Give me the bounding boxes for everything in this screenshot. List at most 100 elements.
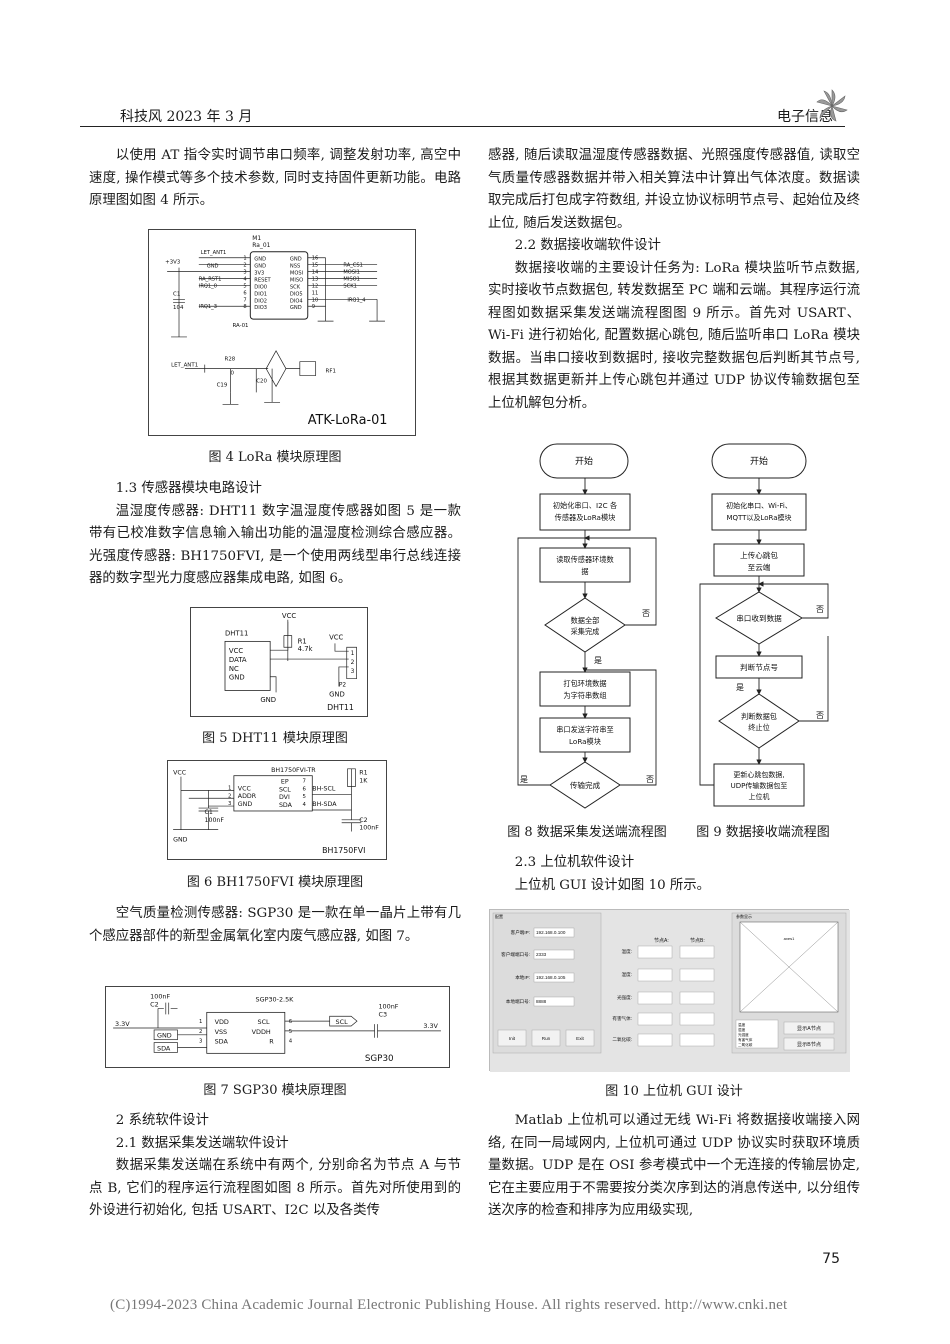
left-section-1-3: 1.3 传感器模块电路设计 温湿度传感器: DHT11 数字温湿度传感器如图 5… bbox=[89, 481, 461, 586]
right-section-2-3: 2.3 上位机软件设计 上位机 GUI 设计如图 10 所示。 bbox=[514, 855, 711, 893]
matlab-gui: 配置 客户端IP: 192.168.0.100 客户端端口号: 2333 本地I… bbox=[489, 909, 850, 1072]
schematic-label: DIO0 bbox=[254, 284, 267, 290]
schematic-label: MOSI bbox=[290, 271, 304, 277]
schematic-label: 判断数据包 bbox=[741, 712, 777, 721]
fig5-caption: 图 5 DHT11 模块原理图 bbox=[202, 731, 348, 746]
schematic-label: 2 bbox=[228, 793, 231, 799]
schematic-label: 更新心跳包数据, bbox=[733, 770, 784, 779]
schematic-label: 5 bbox=[289, 1029, 292, 1035]
schematic-label: 14 bbox=[312, 270, 319, 276]
left-para-top: 以使用 AT 指令实时调节串口频率, 调整发射功率, 高空中速度, 操作模式等多… bbox=[89, 148, 461, 208]
schematic-label: BH1750FVI-TR bbox=[271, 767, 316, 774]
schematic-label: GND bbox=[329, 690, 345, 698]
schematic-label: GND bbox=[290, 257, 302, 263]
schematic-label: GND bbox=[254, 257, 266, 263]
schematic-label: 5 bbox=[243, 283, 246, 289]
schematic-label: VCC bbox=[173, 770, 187, 777]
schematic-label: 开始 bbox=[750, 455, 768, 467]
schematic-label: 否 bbox=[646, 775, 654, 784]
run-button bbox=[531, 1029, 561, 1047]
schematic-label: 6 bbox=[289, 1019, 293, 1025]
schematic-label: 192.168.0.105 bbox=[536, 975, 566, 980]
schematic-label: LoRa模块 bbox=[569, 737, 601, 746]
schematic-label: 9 bbox=[312, 304, 315, 310]
schematic-label: RA_CS1 bbox=[343, 263, 363, 269]
schematic-label: SCL bbox=[279, 786, 291, 793]
schematic-label: 15 bbox=[312, 263, 319, 269]
schematic-label: NC bbox=[229, 665, 239, 673]
schematic-label: C20 bbox=[256, 379, 267, 385]
schematic-label: IRQ1_4 bbox=[347, 297, 365, 303]
schematic-label: 显示A节点 bbox=[797, 1025, 821, 1032]
schematic-label: 据 bbox=[581, 567, 588, 576]
schematic-label: GND bbox=[254, 264, 266, 270]
bh1750-title: BH1750FVI bbox=[322, 846, 365, 855]
schematic-label: Exit bbox=[576, 1036, 584, 1041]
schematic-label: IRQ1_0 bbox=[199, 283, 217, 289]
schematic-label: 否 bbox=[816, 711, 824, 720]
flow8-send bbox=[539, 717, 631, 753]
schematic-label: 4 bbox=[302, 802, 306, 808]
schematic-label: 是 bbox=[736, 683, 744, 692]
schematic-label: 否 bbox=[642, 609, 650, 618]
schematic-label: MOSI1 bbox=[343, 270, 359, 276]
schematic-label: GND bbox=[157, 1032, 172, 1040]
schematic-label: DIO1 bbox=[254, 291, 267, 297]
schematic-label: SDA bbox=[157, 1044, 171, 1052]
schematic-label: 本地端口号: bbox=[506, 998, 530, 1005]
schematic-label: 3 bbox=[243, 270, 246, 276]
fig10-caption: 图 10 上位机 GUI 设计 bbox=[605, 1084, 743, 1099]
schematic-label: 终止位 bbox=[748, 723, 770, 732]
schematic-label: R bbox=[269, 1038, 274, 1046]
schematic-label: 8 bbox=[243, 304, 246, 310]
schematic-label: BH-SCL bbox=[312, 785, 336, 792]
schematic-label: RF1 bbox=[326, 369, 336, 375]
schematic-label: 3 bbox=[228, 801, 231, 807]
schematic-label: DIO3 bbox=[254, 305, 267, 311]
flow8-pack bbox=[539, 671, 631, 707]
schematic-label: 传感器及LoRa模块 bbox=[555, 513, 616, 522]
left-section-2: 2 系统软件设计 2.1 数据采集发送端软件设计 数据采集发送端在系统中有两个,… bbox=[89, 1113, 461, 1218]
schematic-label: VCC bbox=[229, 647, 243, 655]
right-column-text: 感器, 随后读取温湿度传感器数据、光照强度传感器值, 读取空气质量传感器数据并带… bbox=[488, 148, 860, 411]
schematic-label: SCL bbox=[258, 1018, 271, 1026]
fig4-caption: 图 4 LoRa 模块原理图 bbox=[208, 450, 342, 465]
schematic-label: UDP传输数据包至 bbox=[731, 781, 788, 790]
schematic-label: 传输完成 bbox=[570, 780, 601, 790]
schematic-label: MISO1 bbox=[343, 277, 359, 283]
schematic-label: C2 bbox=[359, 817, 367, 824]
schematic-label: 上位机 bbox=[749, 792, 770, 801]
schematic-label: 初始化串口、Wi-Fi、 bbox=[726, 501, 792, 510]
schematic-label: DVI bbox=[279, 794, 290, 801]
left-para-air: 空气质量检测传感器: SGP30 是一款在单一晶片上带有几个感应器部件的新型金属… bbox=[89, 906, 461, 944]
fig9-caption: 图 9 数据接收端流程图 bbox=[696, 825, 830, 840]
schematic-label: C2 bbox=[150, 1001, 159, 1009]
schematic-label: P2 bbox=[339, 683, 347, 689]
schematic-label: DHT11 bbox=[225, 629, 248, 637]
schematic-label: 初始化串口、I2C 各 bbox=[553, 501, 617, 510]
schematic-label: R1 bbox=[359, 770, 367, 777]
schematic-label: SGP30-2.5K bbox=[256, 996, 295, 1004]
schematic-label: 判断节点号 bbox=[740, 662, 778, 672]
schematic-label: 104 bbox=[173, 305, 184, 311]
schematic-label: 7 bbox=[243, 297, 246, 303]
flowcharts: 开始 初始化串口、I2C 各 传感器及LoRa模块 读取传感器环境数 据 数据全… bbox=[517, 443, 829, 809]
schematic-label: GND bbox=[173, 836, 188, 843]
schematic-label: 5 bbox=[302, 794, 305, 800]
schematic-label: 有害气体 bbox=[738, 1037, 753, 1042]
page-header: 科技风 2023 年 3 月 电子信息 bbox=[80, 104, 845, 126]
dht11-schematic: VCC VCC R1 4.7k DHT11 VCC DATA NC GND GN… bbox=[190, 607, 368, 717]
schematic-label: C19 bbox=[217, 382, 228, 388]
schematic-label: DIO4 bbox=[290, 298, 303, 304]
schematic-label: 湿度: bbox=[622, 971, 632, 978]
schematic-label: 至云端 bbox=[748, 562, 771, 572]
journal-name: 科技风 2023 年 3 月 bbox=[120, 109, 253, 125]
schematic-label: 配置 bbox=[495, 913, 503, 919]
schematic-label: 节点B: bbox=[690, 938, 705, 944]
schematic-label: 16 bbox=[312, 256, 319, 262]
schematic-label: VCC bbox=[238, 785, 252, 792]
schematic-label: 2333 bbox=[536, 952, 547, 957]
schematic-label: 3V3 bbox=[254, 271, 264, 277]
schematic-label: 8888 bbox=[536, 999, 547, 1004]
schematic-label: 4 bbox=[289, 1039, 293, 1045]
